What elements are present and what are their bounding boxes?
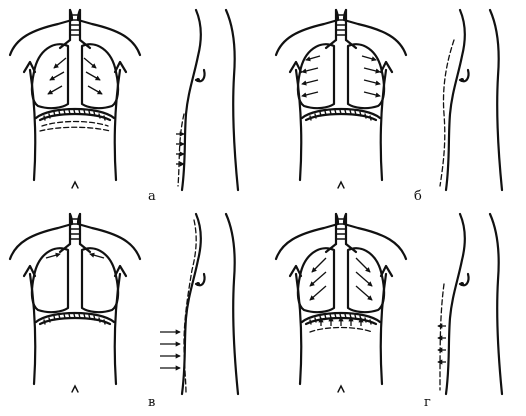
frontal-torso bbox=[8, 212, 142, 394]
panel-label-a: а bbox=[148, 189, 156, 204]
frontal-torso bbox=[274, 212, 408, 394]
panel-a bbox=[8, 8, 240, 192]
lung-arrows bbox=[309, 257, 373, 301]
side-profile bbox=[160, 212, 240, 396]
side-profile bbox=[176, 8, 240, 192]
panel-g bbox=[274, 212, 504, 396]
lung-arrows bbox=[47, 57, 103, 95]
panel-label-b: б bbox=[414, 189, 422, 204]
frontal-torso bbox=[274, 8, 408, 190]
panel-b bbox=[274, 8, 504, 192]
side-profile bbox=[439, 8, 504, 192]
side-profile bbox=[437, 212, 504, 396]
panel-label-g: г bbox=[424, 395, 431, 410]
lung-arrows bbox=[45, 252, 105, 259]
panel-v bbox=[8, 212, 240, 396]
panel-label-v: в bbox=[148, 395, 155, 410]
lung-arrows bbox=[301, 55, 381, 98]
frontal-torso bbox=[8, 8, 142, 190]
